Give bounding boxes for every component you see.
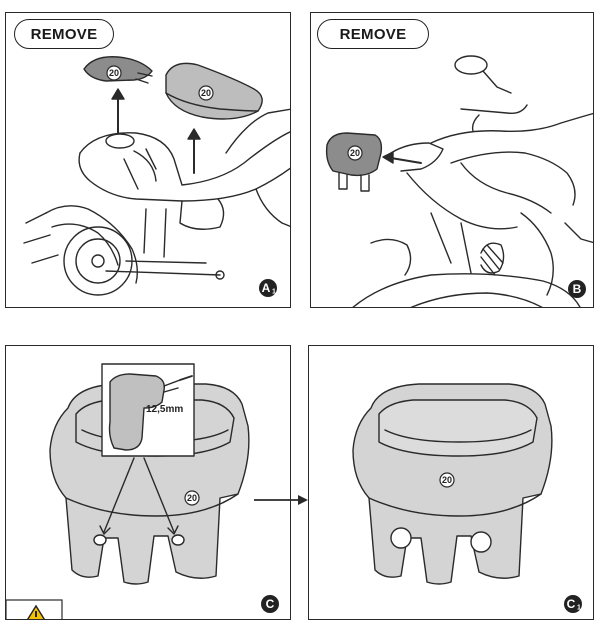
part-drilling-illustration: 12,5mm 20 C xyxy=(49,363,279,613)
panel-c-drill-holes: 12,5mm 20 C xyxy=(5,345,291,620)
panel-c1-drilled-part: 20 C 1 xyxy=(308,345,594,620)
step-label-c1-sub: 1 xyxy=(577,605,581,612)
step-label-a-sub: 1 xyxy=(272,289,276,296)
step-badge-c1 xyxy=(564,595,582,613)
step-label-c: C xyxy=(266,597,275,611)
panel-b-remove-rear-part: REMOVE xyxy=(310,12,594,308)
part-number-20-c1: 20 xyxy=(442,475,452,485)
right-arrow-icon xyxy=(254,495,308,505)
step-badge-a1 xyxy=(259,279,277,297)
part-number-20-c: 20 xyxy=(187,493,197,503)
step-badge-b xyxy=(568,280,586,298)
motorcycle-seat-removal-illustration: 20 20 A 1 xyxy=(23,56,290,297)
drilled-part-illustration: 20 C 1 xyxy=(352,383,582,613)
panel-a1-remove-seat: REMOVE xyxy=(5,12,291,308)
step-label-c1: C xyxy=(567,597,576,611)
motorcycle-rear-removal-illustration: 20 B xyxy=(325,55,593,307)
warning-icon xyxy=(6,599,63,619)
part-number-20-rear: 20 xyxy=(350,148,360,158)
remove-label-b: REMOVE xyxy=(317,19,429,49)
part-number-20-rider-seat: 20 xyxy=(201,88,211,98)
step-badge-c xyxy=(261,595,279,613)
step-label-b: B xyxy=(573,282,582,296)
step-label-a: A xyxy=(262,281,271,295)
part-number-20-passenger-pad: 20 xyxy=(109,68,119,78)
drill-size-label: 12,5mm xyxy=(146,404,183,415)
remove-label-a1: REMOVE xyxy=(14,19,114,49)
